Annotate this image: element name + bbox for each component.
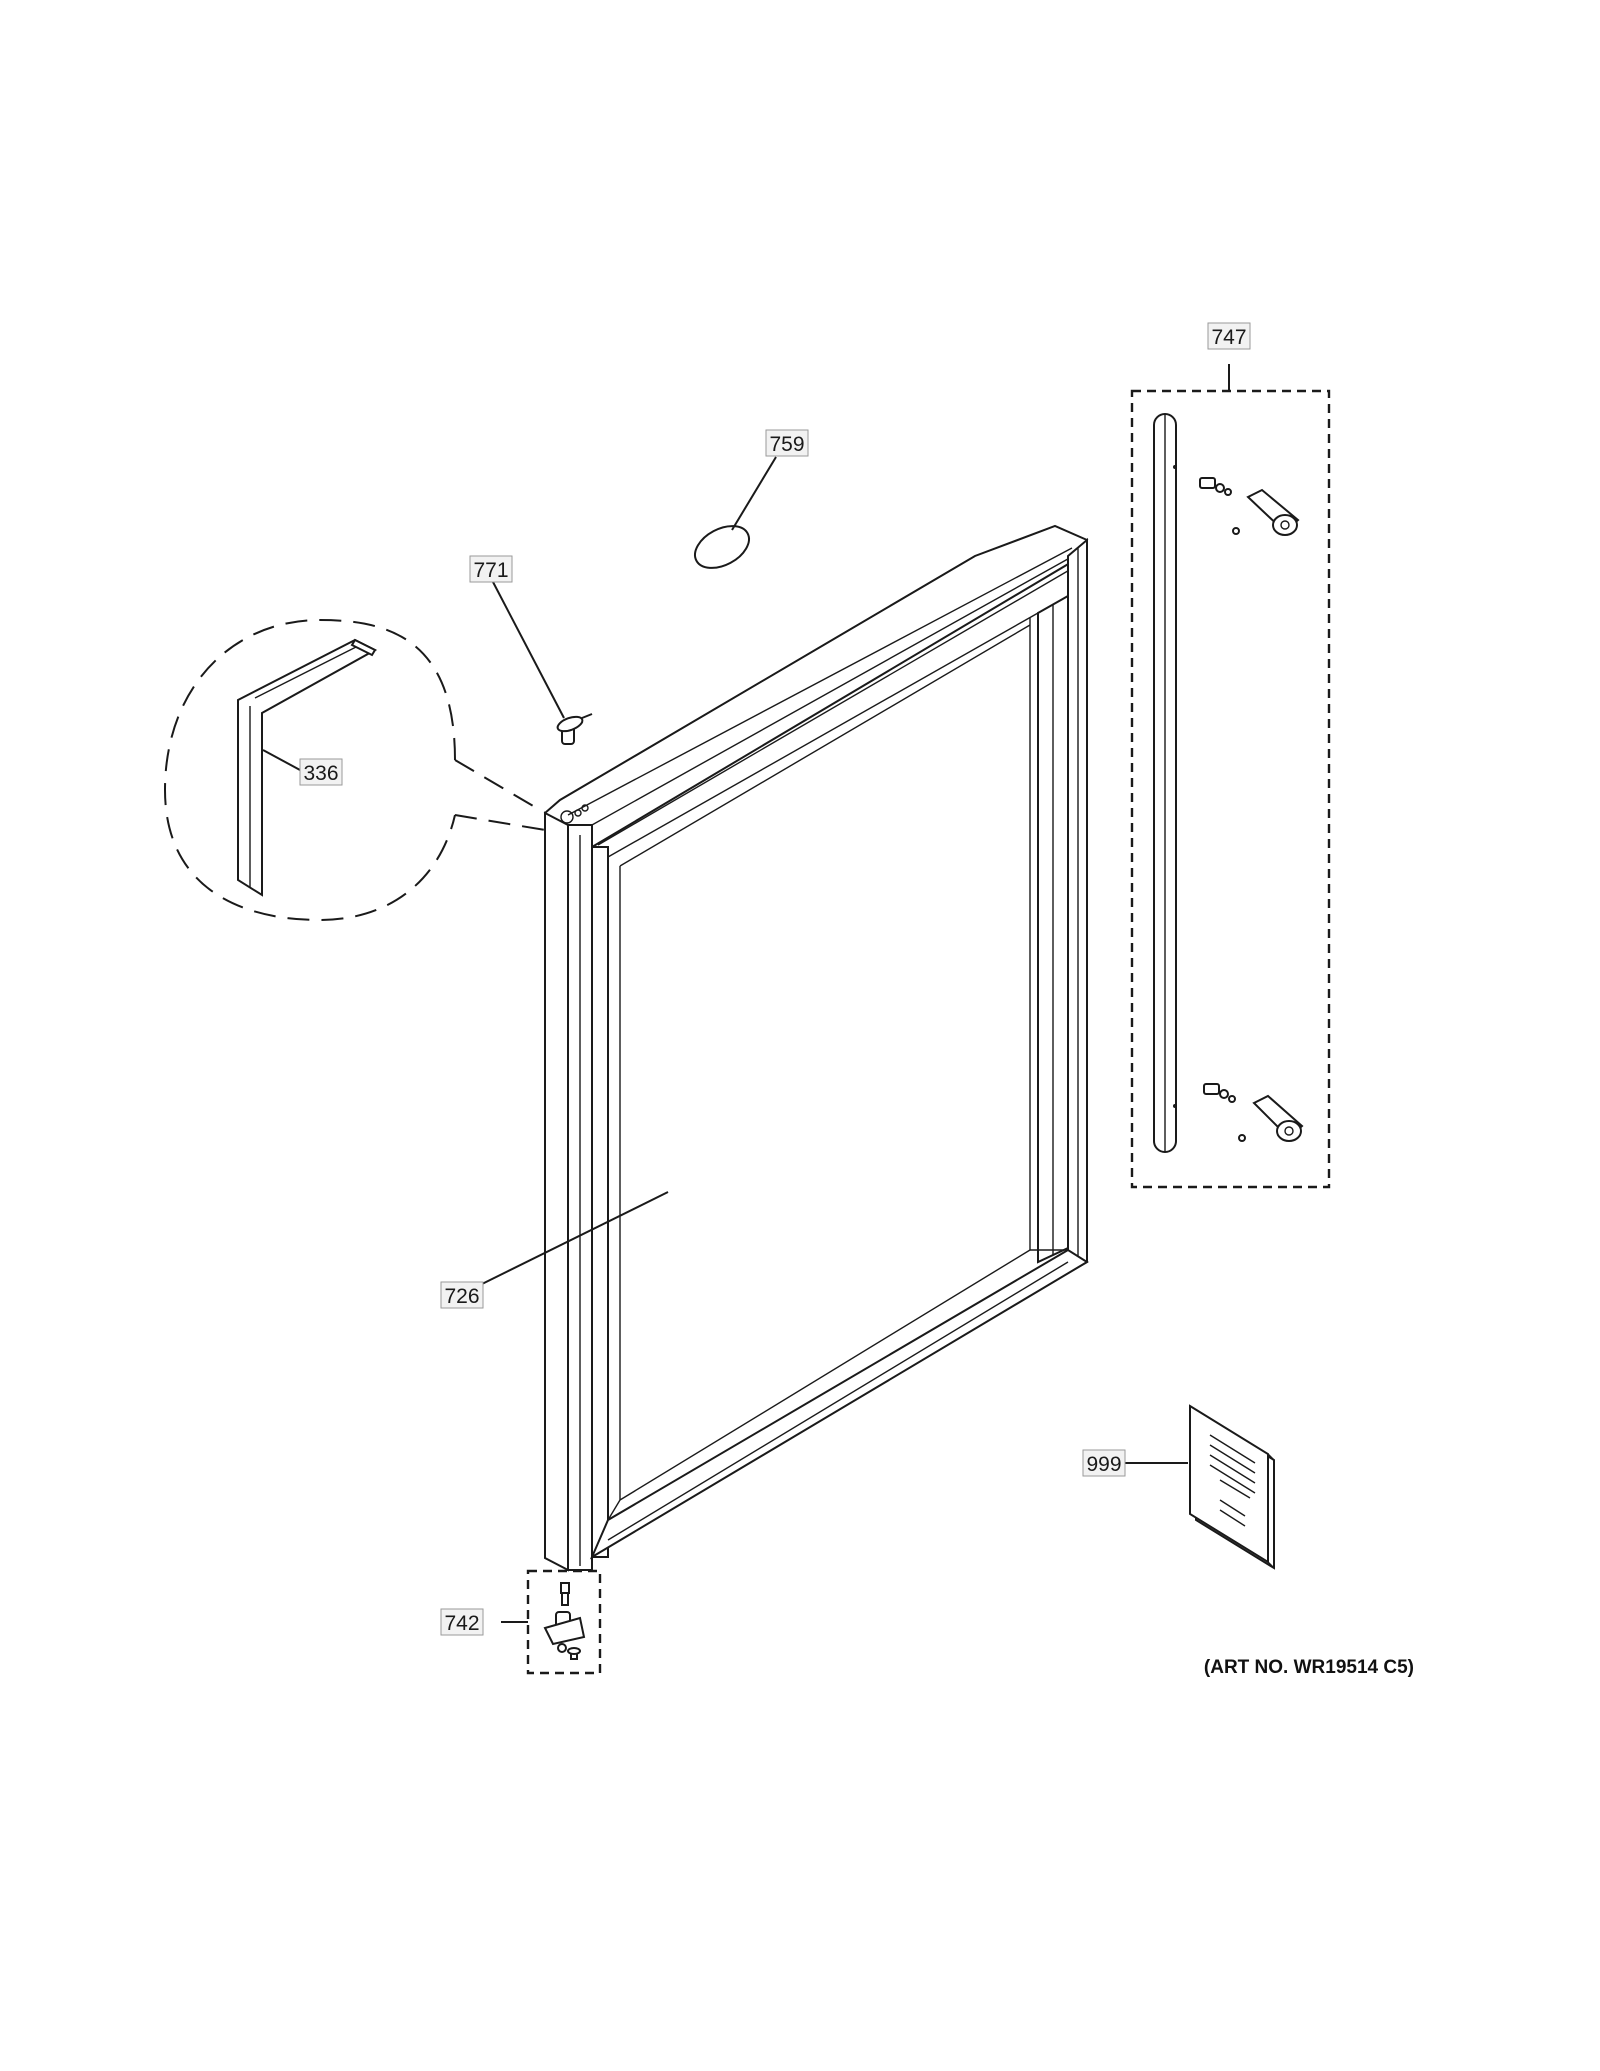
hinge-kit [501,1569,602,1675]
manual-booklet [1189,1404,1275,1570]
callout-336[interactable]: 336 [299,758,343,786]
callout-747-text: 747 [1211,326,1246,349]
callout-742[interactable]: 742 [440,1608,484,1636]
callout-771[interactable]: 771 [469,555,513,583]
callout-336-text: 336 [303,762,338,785]
leader-726 [481,1191,669,1285]
door-frame [543,524,1089,1572]
leader-759 [731,456,777,531]
leader-336 [262,749,301,771]
callout-771-text: 771 [473,559,508,582]
hinge-pin-part [556,713,593,745]
callout-726[interactable]: 726 [440,1281,484,1309]
callout-747[interactable]: 747 [1207,322,1251,350]
callout-759[interactable]: 759 [765,429,809,457]
callout-759-text: 759 [769,433,804,456]
callout-726-text: 726 [444,1285,479,1308]
callout-999-text: 999 [1086,1453,1121,1476]
handle-kit [1130,364,1331,1189]
leader-771 [492,581,565,719]
callout-742-text: 742 [444,1612,479,1635]
cap-part [694,525,750,569]
callout-999[interactable]: 999 [1082,1449,1126,1477]
gasket-detail [163,618,546,922]
art-number: (ART NO. WR19514 C5) [1204,1657,1414,1678]
